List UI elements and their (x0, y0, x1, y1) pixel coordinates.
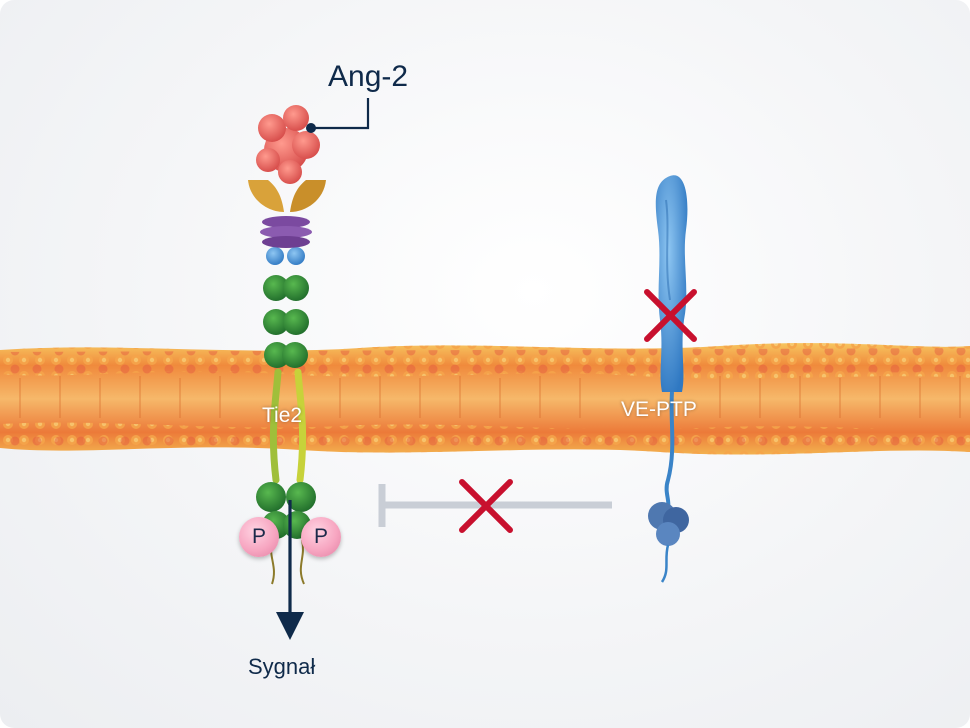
tie2-egf-domains (260, 216, 312, 248)
veptp-phosphatase (648, 175, 689, 583)
tie2-receptor (248, 180, 326, 585)
tie2-binding-domains (248, 180, 326, 212)
ang2-label: Ang-2 (328, 60, 409, 93)
inhibition-arrow (378, 484, 612, 527)
ang2-ligand (256, 105, 320, 184)
tie2-label: Tie2 (262, 404, 303, 427)
veptp-label: VE-PTP (621, 398, 697, 421)
veptp-catalytic-domain (648, 502, 689, 546)
cell-membrane (0, 343, 970, 455)
phospho-badge-left: P (239, 517, 279, 557)
signal-arrow (276, 500, 304, 640)
signal-label: Sygnał (248, 654, 316, 679)
tie2-extracellular-domains (263, 275, 309, 368)
veptp-blocked-cross (644, 289, 697, 342)
inhibition-blocked-cross (459, 479, 513, 533)
phospho-badge-right: P (301, 517, 341, 557)
ang2-callout (306, 98, 370, 133)
